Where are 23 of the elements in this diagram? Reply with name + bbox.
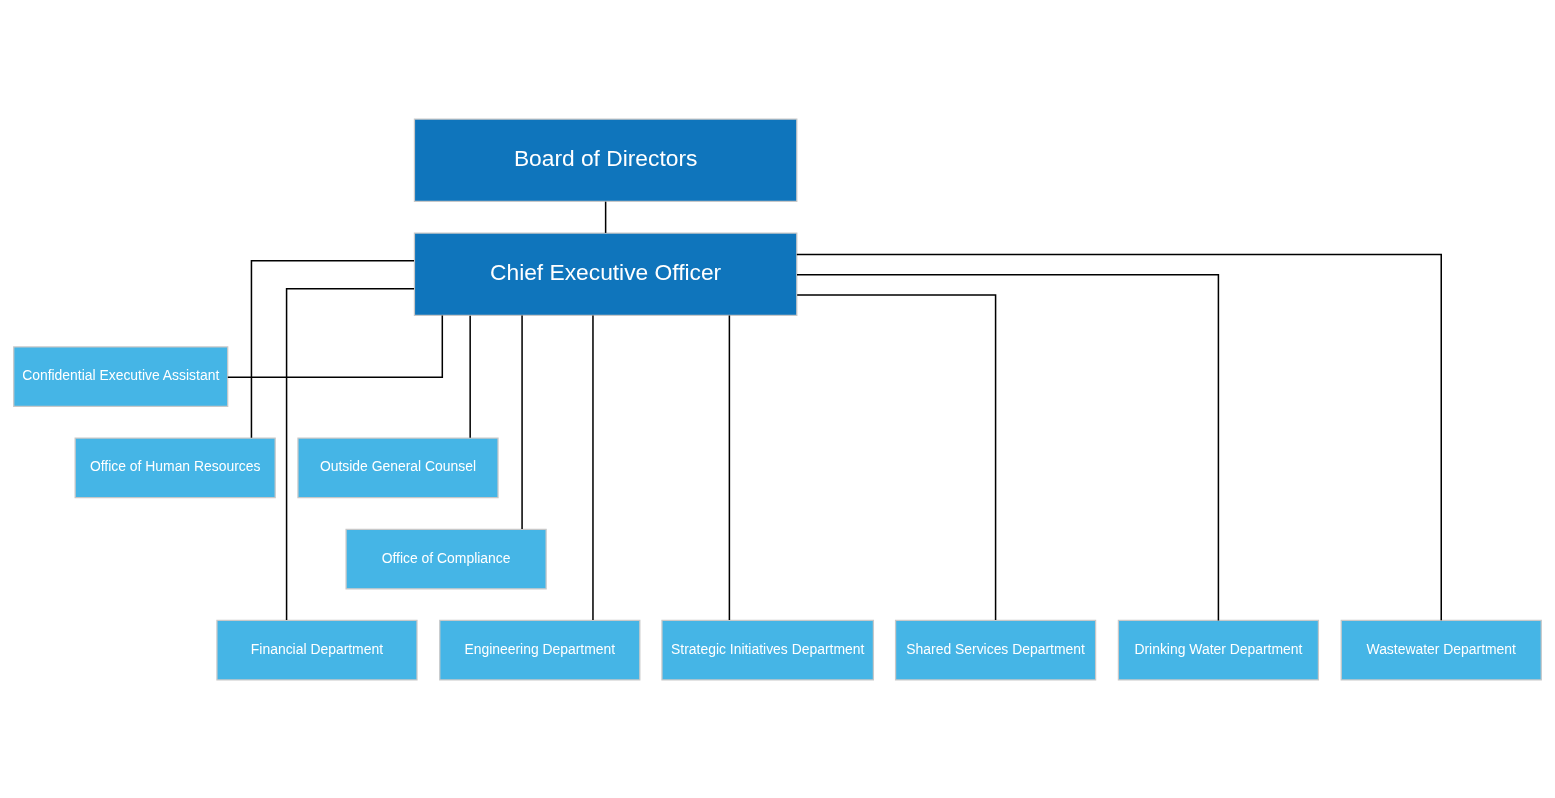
connector [604,200,607,234]
connector [796,273,1220,621]
connector [728,314,731,621]
node-box: Shared Services Department [894,619,1097,681]
connector [285,287,415,621]
node-box: Confidential Executive Assistant [13,345,229,407]
node-box: Drinking Water Department [1117,619,1320,681]
connector [227,314,444,378]
node-box: Outside General Counsel [297,437,499,498]
node-box: Office of Human Resources [74,437,276,498]
node-box: Board of Directors [413,117,798,202]
connector [796,253,1442,621]
connector [796,293,997,621]
connector [592,314,594,621]
node-box: Engineering Department [439,619,641,681]
connector [469,314,471,438]
node-box: Chief Executive Officer [413,231,798,316]
connector [521,314,523,530]
node-box: Strategic Initiatives Department [661,619,875,681]
node-box: Office of Compliance [345,528,547,589]
node-box: Financial Department [216,619,418,681]
node-box: Wastewater Department [1340,619,1542,681]
connector [250,259,415,439]
